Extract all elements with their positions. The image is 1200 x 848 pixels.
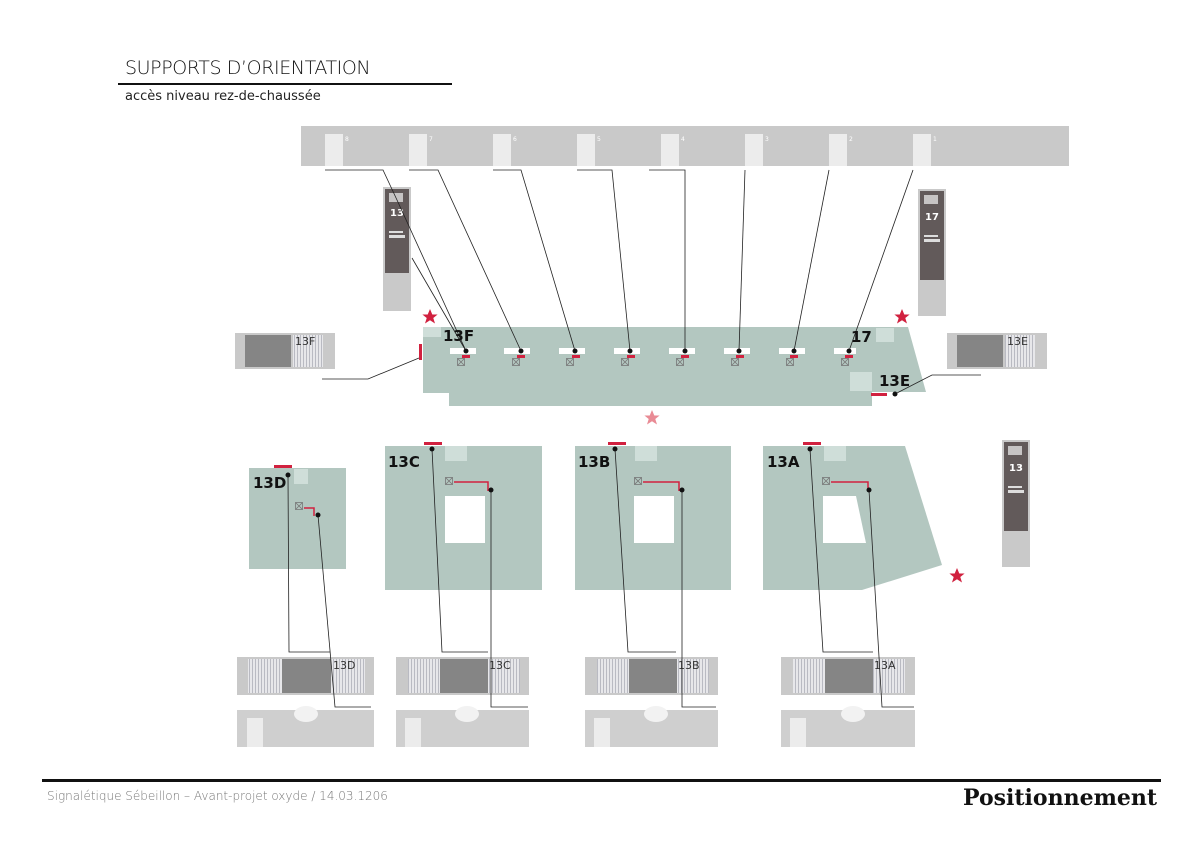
title-rule: [118, 83, 452, 85]
door-number-8: 8: [345, 136, 349, 143]
room-13b: [575, 442, 731, 590]
door-5: [577, 134, 595, 166]
door-number-6: 6: [513, 136, 517, 143]
footer-section-title: Positionnement: [963, 785, 1157, 811]
elevation-13e: 13E: [947, 333, 1047, 369]
door-1: [913, 134, 931, 166]
zone-label-13d: 13D: [253, 474, 286, 492]
door-8: [325, 134, 343, 166]
door-4: [661, 134, 679, 166]
page-subtitle: accès niveau rez-de-chaussée: [125, 89, 321, 104]
elevation-13a-label: 13A: [874, 659, 896, 672]
door-6: [493, 134, 511, 166]
totem-13-right-number: 13: [1009, 463, 1023, 474]
room-13d: [249, 465, 346, 569]
totem-17: 17: [918, 189, 946, 316]
zone-label-13a: 13A: [767, 453, 800, 471]
corridor-area: [419, 327, 926, 406]
zone-label-13f: 13F: [443, 327, 474, 345]
zone-label-13c: 13C: [388, 453, 420, 471]
elevation-13d: 13D: [237, 657, 374, 747]
zone-label-13e: 13E: [879, 372, 910, 390]
elevation-13f-label: 13F: [295, 335, 315, 348]
elevation-13b-label: 13B: [678, 659, 700, 672]
elevation-13c: 13C: [396, 657, 529, 747]
zone-label-13b: 13B: [578, 453, 610, 471]
zone-label-17: 17: [851, 328, 872, 346]
top-elevation-wall: [301, 126, 1069, 166]
door-number-3: 3: [765, 136, 769, 143]
door-number-4: 4: [681, 136, 685, 143]
star-icon: [894, 309, 910, 324]
footer-rule: [42, 779, 1161, 782]
door-2: [829, 134, 847, 166]
elevation-13c-label: 13C: [489, 659, 511, 672]
star-icon: [422, 309, 438, 324]
totem-13-number: 13: [390, 208, 404, 219]
star-icon: [644, 410, 660, 425]
elevation-13a: 13A: [781, 657, 915, 747]
elevation-13f: 13F: [235, 333, 335, 369]
leader-dots: [285, 348, 898, 518]
door-number-5: 5: [597, 136, 601, 143]
totem-13: 13: [383, 187, 411, 311]
elevation-13e-label: 13E: [1007, 335, 1028, 348]
door-number-1: 1: [933, 136, 937, 143]
elevation-13d-label: 13D: [333, 659, 355, 672]
door-3: [745, 134, 763, 166]
door-number-7: 7: [429, 136, 433, 143]
elevation-13b: 13B: [585, 657, 718, 747]
totem-13-right: 13: [1002, 440, 1030, 567]
footer-project-info: Signalétique Sébeillon – Avant-projet ox…: [47, 789, 388, 803]
room-13a: [763, 442, 942, 590]
leader-lines: [287, 169, 981, 708]
star-icon: [949, 568, 965, 583]
totem-17-number: 17: [925, 212, 939, 223]
door-7: [409, 134, 427, 166]
door-number-2: 2: [849, 136, 853, 143]
room-13c: [385, 442, 542, 590]
top-elevation: 8 7 6 5 4 3 2 1: [301, 126, 1069, 166]
page-title: SUPPORTS D’ORIENTATION: [125, 57, 371, 79]
